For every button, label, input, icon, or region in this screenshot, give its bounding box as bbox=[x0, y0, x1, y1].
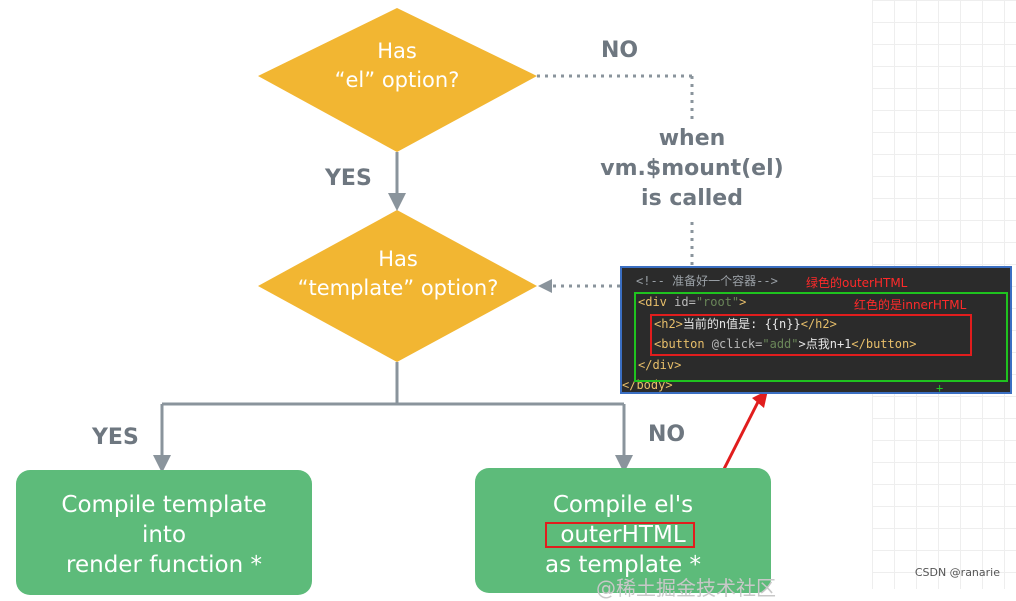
diamond-template-line2: “template” option? bbox=[297, 276, 499, 300]
box-left-line3: render function * bbox=[66, 552, 262, 578]
code-line-h2: <h2>当前的n值是: {{n}}</h2> bbox=[654, 316, 837, 332]
process-box-render-function-text: Compile template into render function * bbox=[16, 490, 312, 580]
arrowhead-mount bbox=[538, 279, 552, 293]
outerhtml-highlight bbox=[545, 522, 695, 548]
code-h2-close: </h2> bbox=[800, 317, 837, 331]
box-right-line2: outerHTML bbox=[560, 522, 686, 548]
diamond-el-text: Has “el” option? bbox=[297, 37, 497, 95]
box-left-line1: Compile template bbox=[61, 492, 267, 518]
annotation-arrowhead bbox=[752, 390, 768, 408]
code-h2-text: 当前的n值是: {{n}} bbox=[682, 317, 801, 331]
code-comment: <!-- 准备好一个容器--> bbox=[636, 274, 778, 288]
label-no-right: NO bbox=[648, 422, 686, 447]
code-div-close-bracket: > bbox=[739, 295, 747, 309]
decision-diamond-template bbox=[258, 210, 537, 362]
watermark-csdn: CSDN @ranarie bbox=[914, 566, 1000, 579]
outerhtml-annotation: 绿色的outerHTML bbox=[806, 276, 908, 290]
code-btn-text: >点我n+1 bbox=[798, 337, 852, 351]
diamond-template-text: Has “template” option? bbox=[267, 245, 529, 303]
code-snippet: <!-- 准备好一个容器--> <div id="root"> <h2>当前的n… bbox=[620, 266, 1012, 395]
code-line-comment: <!-- 准备好一个容器--> bbox=[636, 273, 778, 289]
code-plus: + bbox=[936, 381, 944, 395]
code-div-tag: <div bbox=[638, 295, 675, 309]
label-yes-left: YES bbox=[92, 425, 139, 450]
label-no-top: NO bbox=[601, 38, 639, 63]
decision-diamond-el bbox=[258, 8, 537, 152]
outerhtml-frame bbox=[634, 292, 1008, 382]
watermark-cn: @稀土掘金技术社区 bbox=[596, 576, 776, 600]
box-right-line1: Compile el's bbox=[552, 492, 694, 518]
box-right-line3: as template * bbox=[544, 552, 702, 578]
diamond-template-line1: Has bbox=[378, 247, 418, 271]
code-div-close: </div> bbox=[638, 358, 682, 372]
code-line-div-close: </div> bbox=[638, 357, 681, 373]
code-btn-attr: @click= bbox=[711, 337, 763, 351]
diamond-el-line1: Has bbox=[377, 39, 417, 63]
innerhtml-frame bbox=[650, 314, 972, 356]
code-line-button: <button @click="add">点我n+1</button> bbox=[654, 336, 916, 352]
mount-note: when vm.$mount(el) is called bbox=[592, 124, 792, 214]
mount-note-line2: vm.$mount(el) bbox=[600, 156, 784, 181]
label-yes-top: YES bbox=[325, 166, 372, 191]
code-btn-open: <button bbox=[654, 337, 712, 351]
code-div-attr: id= bbox=[674, 295, 696, 309]
box-left-line2: into bbox=[141, 522, 187, 548]
process-box-outerhtml bbox=[475, 468, 771, 593]
code-h2-open: <h2> bbox=[654, 317, 683, 331]
diamond-el-line2: “el” option? bbox=[334, 68, 460, 92]
process-box-outerhtml-text: Compile el's outerHTML as template * bbox=[475, 490, 771, 580]
innerhtml-annotation: 红色的是innerHTML bbox=[854, 298, 967, 312]
code-line-div-open: <div id="root"> bbox=[638, 294, 746, 310]
code-div-val: "root" bbox=[695, 295, 740, 309]
mount-note-line1: when bbox=[658, 126, 726, 151]
code-btn-close: </button> bbox=[851, 337, 917, 351]
process-box-render-function bbox=[16, 470, 312, 595]
mount-note-line3: is called bbox=[641, 186, 743, 211]
code-btn-val: "add" bbox=[762, 337, 799, 351]
